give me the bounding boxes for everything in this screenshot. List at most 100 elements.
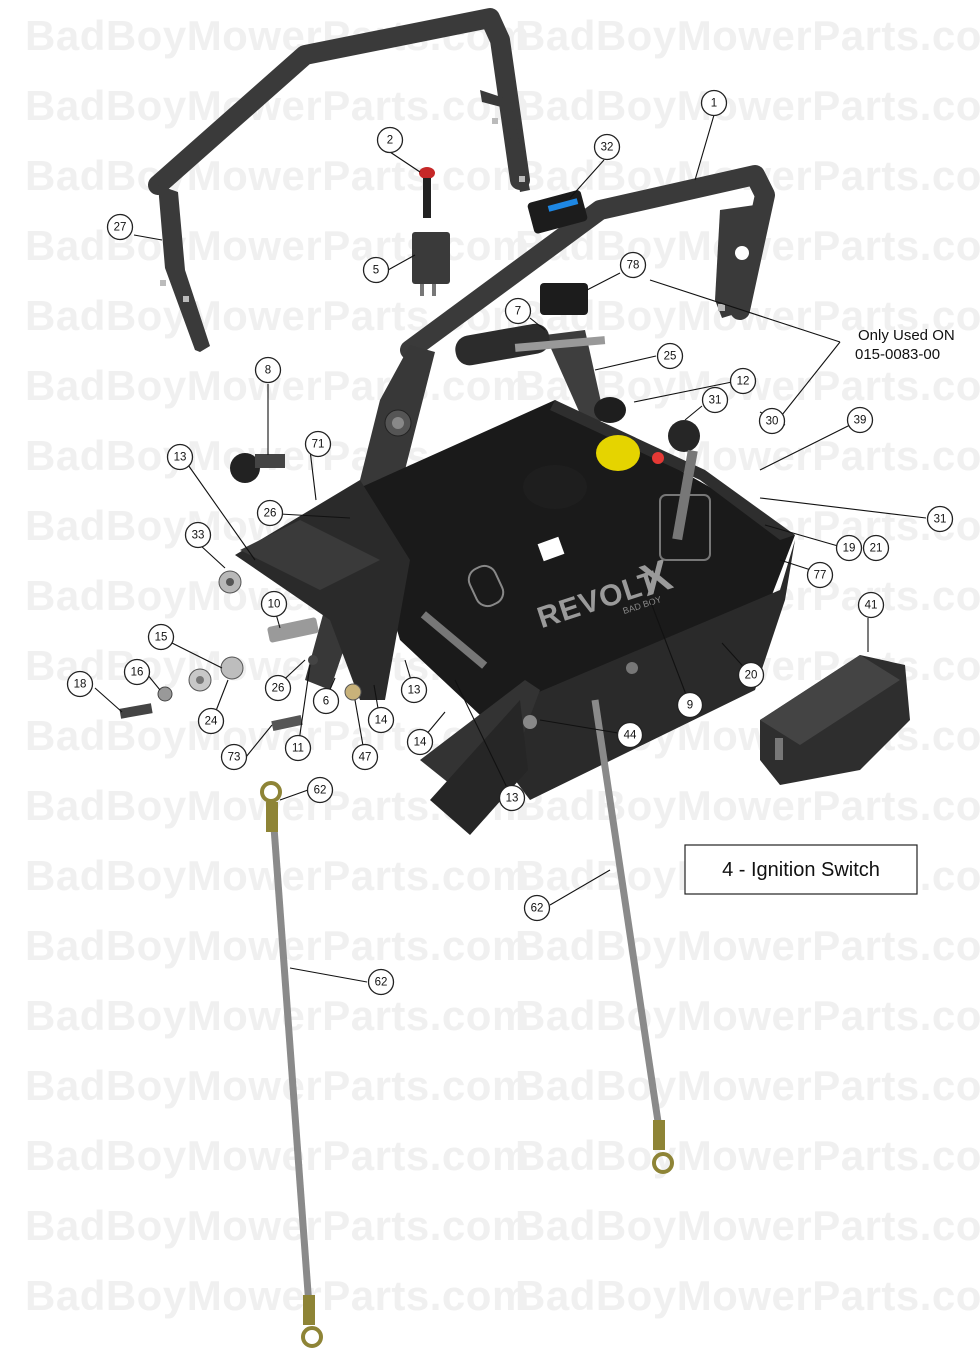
callout-label: 77 <box>814 570 827 582</box>
callout-label: 19 <box>843 543 856 555</box>
callout-label: 26 <box>264 508 277 520</box>
callout-label: 18 <box>74 679 87 691</box>
rod-62-right <box>591 699 664 1136</box>
callout-9: 9 <box>676 691 704 719</box>
callout-5: 5 <box>362 256 390 284</box>
callout-26: 26 <box>256 499 284 527</box>
callout-25: 25 <box>656 342 684 370</box>
title-box-text: 4 - Ignition Switch <box>722 859 880 881</box>
callout-label: 21 <box>870 543 883 555</box>
callout-10: 10 <box>260 590 288 618</box>
callout-label: 31 <box>709 395 722 407</box>
callout-15: 15 <box>147 623 175 651</box>
callout-label: 20 <box>745 670 758 682</box>
callout-label: 12 <box>737 376 750 388</box>
callout-label: 8 <box>265 365 271 377</box>
callout-18: 18 <box>66 670 94 698</box>
callout-label: 32 <box>601 142 614 154</box>
callout-14: 14 <box>367 706 395 734</box>
watermark-text: BadBoyMowerParts.com <box>515 992 980 1039</box>
callout-31: 31 <box>701 386 729 414</box>
watermark-text: BadBoyMowerParts.com <box>515 1272 980 1319</box>
diagram-artwork: REVOLT X BAD BOY <box>119 8 910 1348</box>
callout-73: 73 <box>220 743 248 771</box>
callout-77: 77 <box>806 561 834 589</box>
callout-label: 1 <box>711 98 717 110</box>
ignition-switch-title-box: 4 - Ignition Switch <box>684 844 918 895</box>
callout-24: 24 <box>197 707 225 735</box>
callout-label: 14 <box>414 737 427 749</box>
callout-label: 47 <box>359 752 372 764</box>
watermark-text: BadBoyMowerParts.com <box>515 12 980 59</box>
callout-label: 39 <box>854 415 867 427</box>
callout-62: 62 <box>306 776 334 804</box>
watermark-text: BadBoyMowerParts.com <box>25 1062 530 1109</box>
callout-label: 6 <box>323 696 329 708</box>
callout-label: 16 <box>131 667 144 679</box>
callout-78: 78 <box>619 251 647 279</box>
callout-label: 10 <box>268 599 281 611</box>
callout-label: 73 <box>228 752 241 764</box>
watermark-text: BadBoyMowerParts.com <box>25 1202 530 1249</box>
callout-label: 26 <box>272 683 285 695</box>
callout-30: 30 <box>758 407 786 435</box>
callout-62: 62 <box>523 894 551 922</box>
callout-label: 62 <box>531 903 544 915</box>
watermark-text: BadBoyMowerParts.com <box>515 1062 980 1109</box>
grip-7 <box>455 323 550 366</box>
callout-label: 30 <box>766 416 779 428</box>
callout-label: 13 <box>174 452 187 464</box>
callout-label: 7 <box>515 306 521 318</box>
usage-note: Only Used ON 015-0083-00 <box>855 327 955 363</box>
callout-label: 15 <box>155 632 168 644</box>
callout-label: 41 <box>865 600 878 612</box>
callout-label: 13 <box>506 793 519 805</box>
note-line-2: 015-0083-00 <box>855 346 940 363</box>
callout-21: 21 <box>862 534 890 562</box>
front-handle-bar <box>400 165 775 360</box>
callout-label: 71 <box>312 439 325 451</box>
watermark-text: BadBoyMowerParts.com <box>25 992 530 1039</box>
callout-32: 32 <box>593 133 621 161</box>
callout-label: 9 <box>687 700 693 712</box>
watermark-text: BadBoyMowerParts.com <box>25 1132 530 1179</box>
watermark-text: BadBoyMowerParts.com <box>25 152 530 199</box>
ignition-switch-5 <box>412 232 450 284</box>
watermark-text: BadBoyMowerParts.com <box>515 82 980 129</box>
callout-19: 19 <box>835 534 863 562</box>
callout-71: 71 <box>304 430 332 458</box>
callout-8: 8 <box>254 356 282 384</box>
callout-44: 44 <box>616 721 644 749</box>
rear-handle-bar <box>148 8 530 195</box>
callout-label: 78 <box>627 260 640 272</box>
callout-16: 16 <box>123 658 151 686</box>
callout-2: 2 <box>376 126 404 154</box>
watermark-text: BadBoyMowerParts.com <box>25 222 530 269</box>
watermark-text: BadBoyMowerParts.com <box>25 1272 530 1319</box>
callout-label: 33 <box>192 530 205 542</box>
callout-label: 24 <box>205 716 218 728</box>
callout-1: 1 <box>700 89 728 117</box>
callout-label: 62 <box>375 977 388 989</box>
callout-label: 14 <box>375 715 388 727</box>
watermark-text: BadBoyMowerParts.com <box>25 922 530 969</box>
callout-label: 13 <box>408 685 421 697</box>
callout-11: 11 <box>284 734 312 762</box>
callout-62: 62 <box>367 968 395 996</box>
watermark-text: BadBoyMowerParts.com <box>515 782 980 829</box>
callout-label: 2 <box>387 135 393 147</box>
callout-13: 13 <box>498 784 526 812</box>
callout-label: 31 <box>934 514 947 526</box>
callout-label: 27 <box>114 222 127 234</box>
throttle-knob-8 <box>230 453 260 483</box>
callout-label: 11 <box>292 743 304 755</box>
callout-13: 13 <box>400 676 428 704</box>
callout-12: 12 <box>729 367 757 395</box>
callout-39: 39 <box>846 406 874 434</box>
rod-62-left <box>268 799 314 1321</box>
hour-meter-78 <box>540 283 588 315</box>
callout-7: 7 <box>504 297 532 325</box>
callout-31: 31 <box>926 505 954 533</box>
